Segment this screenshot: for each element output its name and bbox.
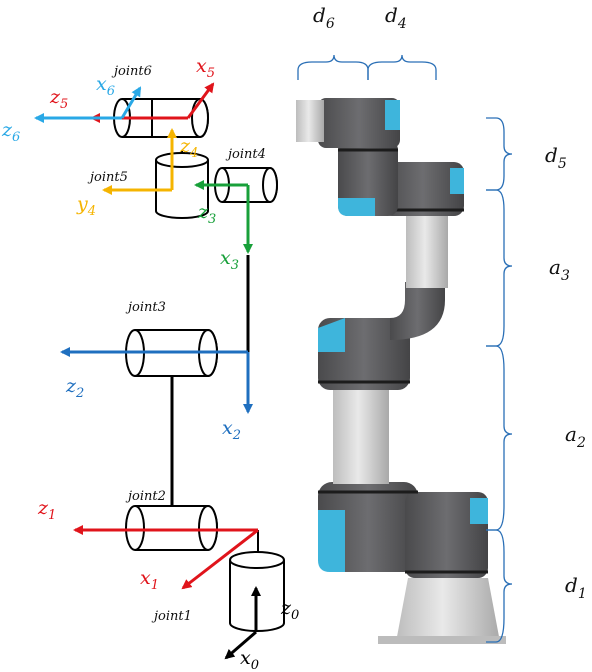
x1-label: x1	[140, 567, 159, 593]
x2-label: x2	[222, 417, 241, 443]
joint5-label: joint5	[87, 170, 128, 185]
joint2-label: joint2	[125, 489, 166, 504]
joint-labels: joint1 joint2 joint3 joint4 joint5 joint…	[87, 64, 266, 624]
y4-label: y4	[76, 193, 96, 219]
a3-label: a3	[549, 255, 570, 284]
upper-arm-tube	[406, 212, 448, 288]
z4-label: z4	[179, 135, 198, 161]
d4-label: d4	[385, 3, 407, 32]
z1-label: z1	[37, 497, 56, 523]
d6-label: d6	[313, 3, 335, 32]
d1-label: d1	[565, 573, 587, 602]
x0-arrow	[224, 630, 257, 660]
joint5-cylinder	[155, 152, 209, 219]
x3-label: x3	[220, 247, 239, 273]
z2-label: z2	[65, 375, 84, 401]
a2-label: a2	[565, 422, 586, 451]
x6-label: x6	[96, 73, 115, 99]
joint3-label: joint3	[125, 300, 166, 315]
wrist2-joint	[338, 140, 398, 216]
z5-label: z5	[49, 86, 68, 112]
x1-arrow	[181, 528, 259, 590]
joint6-label: joint6	[111, 64, 152, 79]
joint1-label: joint1	[151, 609, 192, 624]
wrist1-joint	[382, 162, 464, 216]
x5-label: x5	[196, 55, 215, 81]
joint4-label: joint4	[225, 147, 266, 162]
z0-label: z0	[280, 597, 299, 623]
dimension-braces	[297, 54, 513, 643]
axis-labels: z0 x0 z1 x1 z2 x2 z3 x3 z4 y4 z5 x5 z6 x…	[1, 55, 299, 672]
x5-arrow	[186, 82, 215, 119]
z3-label: z3	[197, 201, 216, 227]
dimension-labels: d6 d4 d5 a3 a2 d1	[313, 3, 587, 602]
d5-label: d5	[545, 143, 567, 172]
x6-arrow	[120, 86, 142, 119]
axis-arrows	[34, 82, 261, 660]
z6-label: z6	[1, 119, 20, 145]
robot-arm	[296, 98, 506, 644]
wrist3-joint	[318, 98, 400, 148]
lower-arm-tube	[333, 388, 389, 484]
x0-label: x0	[240, 647, 259, 672]
joint2-cylinder	[125, 505, 218, 551]
robot-base	[396, 578, 500, 642]
